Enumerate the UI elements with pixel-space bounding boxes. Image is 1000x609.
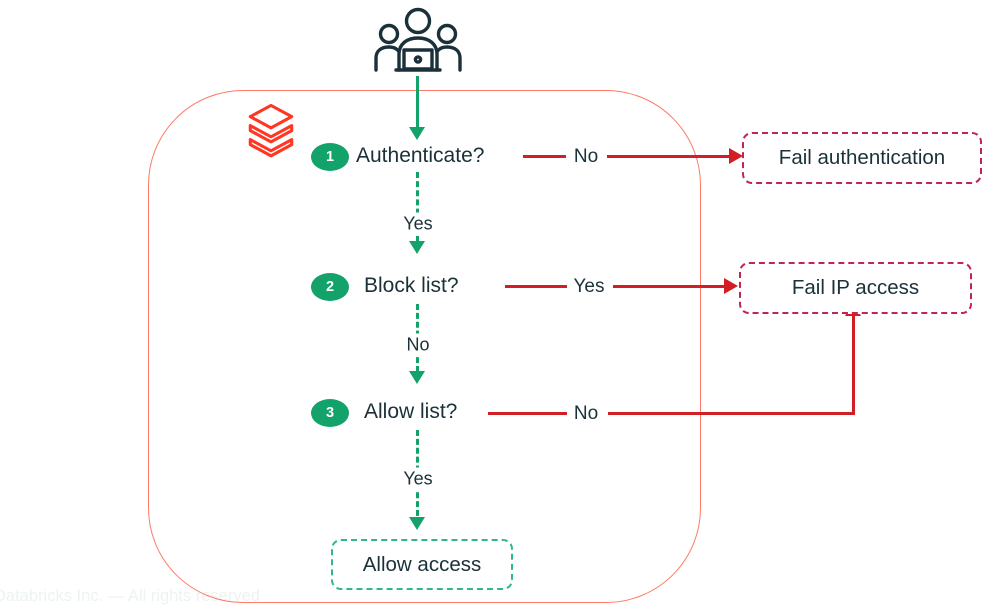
step-2-label: Block list?: [364, 274, 459, 297]
down-arrow-2-label: No: [400, 333, 436, 357]
step-1-label: Authenticate?: [356, 144, 485, 167]
step2-branch-label: Yes: [567, 275, 611, 299]
fail-ip-access-label: Fail IP access: [791, 276, 920, 299]
step3-branch-line-b: [608, 412, 855, 415]
entry-arrow-line: [416, 76, 419, 128]
down-arrow-3-label: Yes: [397, 467, 439, 491]
step3-branch-line-vertical: [852, 314, 855, 415]
users-icon: [374, 7, 462, 72]
step-3-label: Allow list?: [364, 400, 458, 423]
databricks-logo: [248, 103, 294, 158]
step2-branch-line-a: [505, 285, 567, 288]
step3-branch-line-a: [488, 412, 567, 415]
step3-branch-label: No: [567, 402, 605, 426]
step2-branch-line-b: [613, 285, 725, 288]
copyright-watermark: Databricks Inc. — All rights reserved: [0, 587, 260, 605]
down-arrow-3-head-icon: [409, 517, 425, 530]
allow-access-box: Allow access: [331, 539, 513, 590]
fail-authentication-label: Fail authentication: [778, 146, 946, 169]
step-3-badge: 3: [311, 399, 349, 427]
step1-branch-arrowhead-icon: [729, 148, 743, 164]
down-arrow-1-label: Yes: [397, 212, 439, 236]
fail-authentication-box: Fail authentication: [742, 132, 982, 184]
step1-branch-label: No: [567, 145, 605, 169]
step1-branch-line-a: [523, 155, 566, 158]
step-2-badge: 2: [311, 273, 349, 301]
fail-ip-access-box: Fail IP access: [739, 262, 972, 314]
step1-branch-line-b: [607, 155, 730, 158]
allow-access-label: Allow access: [362, 552, 482, 576]
flow-container-frame: [148, 90, 701, 603]
down-arrow-2-head-icon: [409, 371, 425, 384]
step-1-badge: 1: [311, 143, 349, 171]
down-arrow-1-line: [416, 172, 419, 242]
step2-branch-arrowhead-icon: [724, 278, 738, 294]
down-arrow-1-head-icon: [409, 241, 425, 254]
entry-arrowhead-icon: [409, 127, 425, 140]
